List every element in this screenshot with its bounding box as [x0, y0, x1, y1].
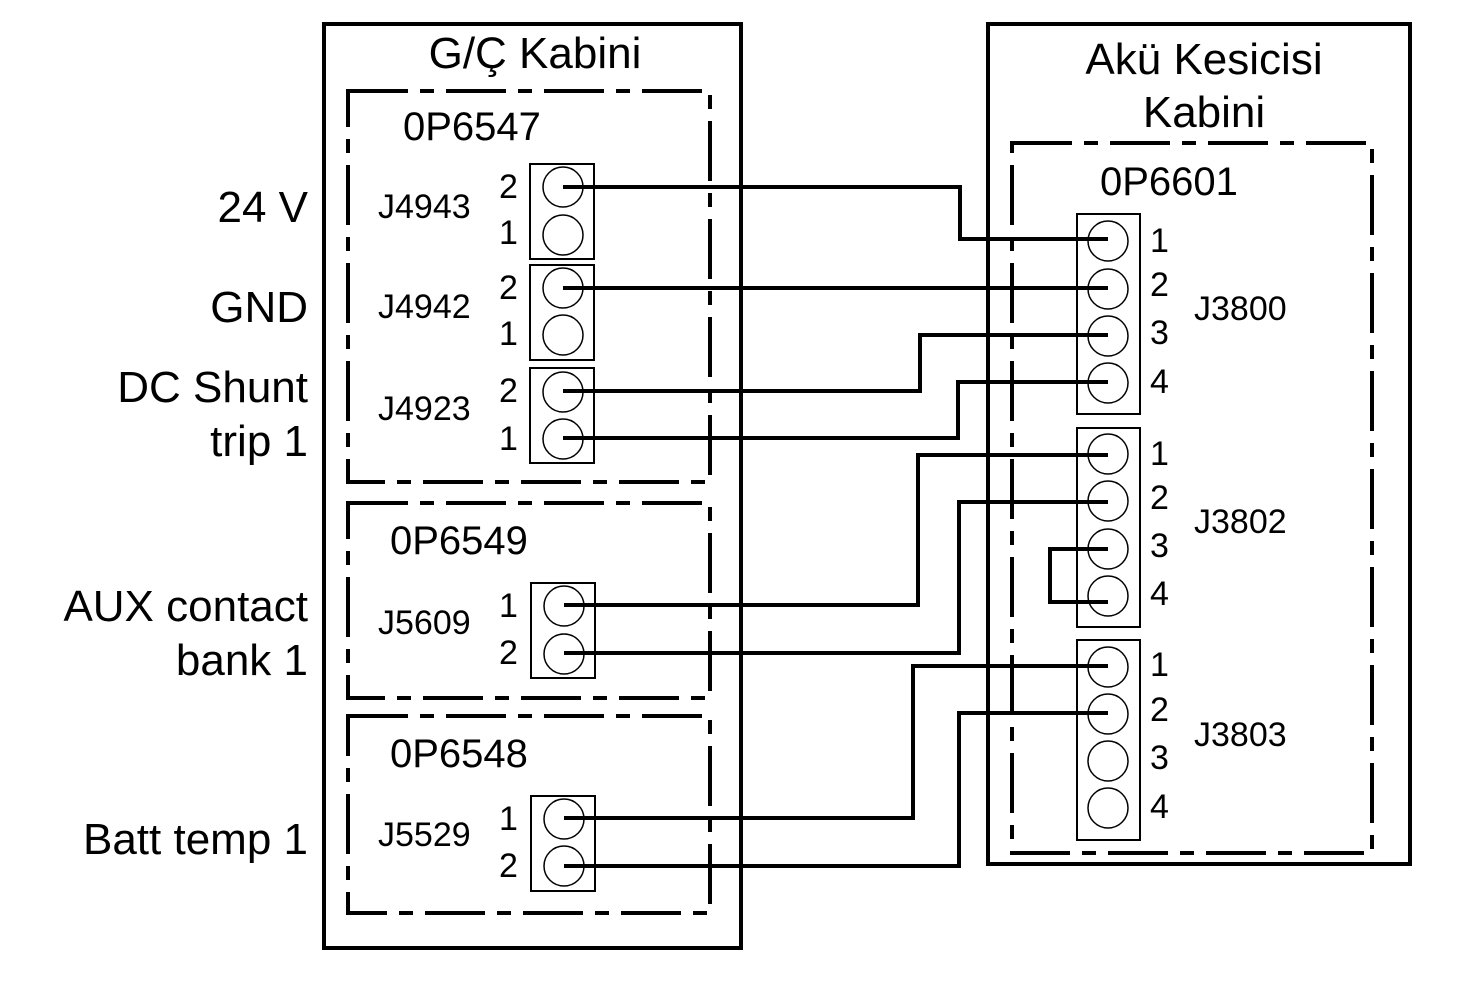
pin-label: 4 — [1150, 575, 1169, 613]
connector-J3803-label: J3803 — [1194, 716, 1287, 754]
jumper-J3802-3-to-J3802-4 — [1048, 547, 1108, 604]
signal-label-gnd: GND — [210, 283, 308, 332]
connector-J5529 — [530, 795, 596, 892]
pin-J3803-3 — [1087, 740, 1129, 782]
pin-label: 2 — [499, 634, 518, 672]
wire-J5609-2-to-J3802-2 — [564, 500, 1108, 655]
module-0P6547-label: 0P6547 — [403, 105, 541, 149]
module-0P6548-label: 0P6548 — [390, 732, 528, 776]
pin-label: 1 — [499, 800, 518, 838]
connector-J5609-label: J5609 — [378, 604, 471, 642]
pin-label: 3 — [1150, 314, 1169, 352]
signal-label-aux-line1: AUX contact — [63, 582, 308, 631]
pin-label: 1 — [1150, 435, 1169, 473]
pin-label: 2 — [499, 372, 518, 410]
signal-label-dc-shunt-line2: trip 1 — [210, 417, 308, 466]
module-0P6548-frame — [346, 714, 712, 915]
connector-J4942 — [529, 264, 595, 361]
right-cabinet-frame — [986, 22, 1412, 866]
pin-J4943-1 — [542, 214, 584, 256]
left-cabinet-title: G/Ç Kabini — [429, 29, 642, 78]
module-0P6549-frame — [346, 501, 712, 700]
pin-label: 1 — [499, 420, 518, 458]
connector-J4942-label: J4942 — [378, 288, 471, 326]
module-0P6549-label: 0P6549 — [390, 519, 528, 563]
wire-J5529-1-to-J3803-1 — [564, 664, 1108, 820]
signal-label-batt-temp: Batt temp 1 — [83, 815, 308, 864]
connector-J4943-label: J4943 — [378, 188, 471, 226]
connector-J4943 — [529, 163, 595, 260]
wire-J4923-1-to-J3800-4 — [563, 380, 1108, 440]
connector-J4923 — [529, 367, 595, 464]
right-cabinet-title-line1: Akü Kesicisi — [1085, 35, 1322, 84]
signal-label-24v: 24 V — [217, 183, 308, 232]
wire-J5529-2-to-J3803-2 — [564, 711, 1108, 868]
connector-J3803 — [1076, 639, 1141, 841]
pin-label: 3 — [1150, 739, 1169, 777]
pin-label: 2 — [1150, 691, 1169, 729]
pin-label: 1 — [499, 587, 518, 625]
signal-label-aux-line2: bank 1 — [176, 636, 308, 685]
pin-label: 2 — [499, 168, 518, 206]
connector-J5529-label: J5529 — [378, 816, 471, 854]
wire-J5609-1-to-J3802-1 — [564, 453, 1108, 607]
pin-label: 2 — [1150, 479, 1169, 517]
wire-J4943-2-to-J3800-1 — [563, 185, 1108, 241]
module-0P6601-label: 0P6601 — [1100, 160, 1238, 204]
pin-label: 4 — [1150, 363, 1169, 401]
pin-label: 2 — [499, 269, 518, 307]
pin-label: 2 — [1150, 266, 1169, 304]
pin-label: 4 — [1150, 788, 1169, 826]
pin-label: 1 — [499, 315, 518, 353]
pin-label: 1 — [499, 214, 518, 252]
wire-J4923-2-to-J3800-3 — [563, 333, 1108, 393]
pin-J4942-1 — [542, 314, 584, 356]
pin-label: 1 — [1150, 222, 1169, 260]
module-0P6601-frame — [1010, 141, 1374, 855]
signal-label-dc-shunt-line1: DC Shunt — [117, 363, 308, 412]
connector-J5609 — [530, 582, 596, 679]
connector-J3800 — [1076, 213, 1141, 415]
connector-J3802 — [1076, 427, 1141, 628]
module-0P6547-frame — [346, 89, 712, 484]
pin-label: 3 — [1150, 527, 1169, 565]
pin-J3803-4 — [1087, 787, 1129, 829]
connector-J3802-label: J3802 — [1194, 503, 1287, 541]
pin-label: 1 — [1150, 646, 1169, 684]
connector-J3800-label: J3800 — [1194, 290, 1287, 328]
pin-label: 2 — [499, 847, 518, 885]
right-cabinet-title-line2: Kabini — [1143, 88, 1265, 137]
left-cabinet-frame — [322, 22, 743, 950]
pin-J3802-4 — [1087, 575, 1129, 617]
connector-J4923-label: J4923 — [378, 390, 471, 428]
